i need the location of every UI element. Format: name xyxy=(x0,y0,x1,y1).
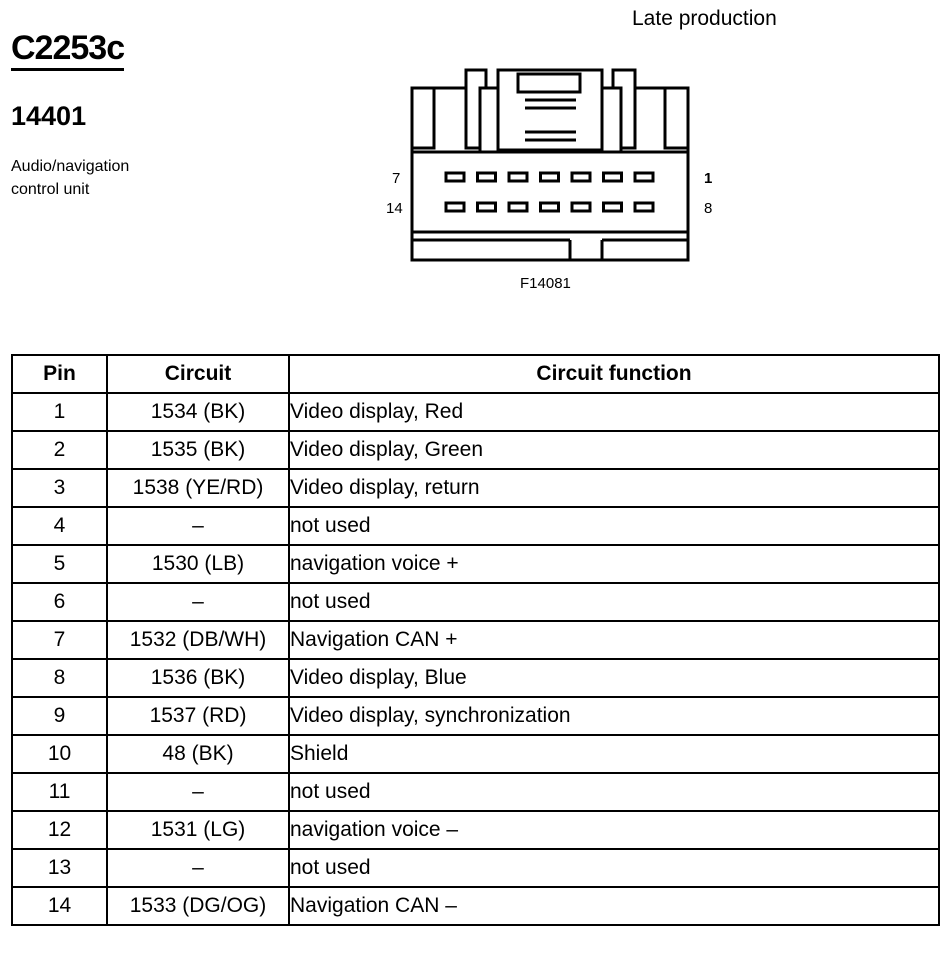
function-cell: Video display, return xyxy=(288,468,940,508)
header-circuit: Circuit xyxy=(106,354,290,394)
table-row: 11–not used xyxy=(11,772,940,812)
table-row: 13–not used xyxy=(11,848,940,888)
pin-cavity xyxy=(570,171,592,183)
circuit-cell: 1534 (BK) xyxy=(106,392,290,432)
pin-cavity xyxy=(476,201,497,213)
component-name-line1: Audio/navigation xyxy=(11,158,130,175)
pin-cavity xyxy=(507,171,529,183)
function-cell: not used xyxy=(288,848,940,888)
pin-cavity xyxy=(633,171,655,183)
function-cell: not used xyxy=(288,772,940,812)
pin-cavity xyxy=(444,171,466,183)
circuit-cell: 1531 (LG) xyxy=(106,810,290,850)
figure-id: F14081 xyxy=(520,275,571,292)
table-row: 4–not used xyxy=(11,506,940,546)
circuit-cell: – xyxy=(106,582,290,622)
function-cell: not used xyxy=(288,506,940,546)
part-number: 14401 xyxy=(11,101,87,131)
function-cell: navigation voice + xyxy=(288,544,940,584)
circuit-cell: 1538 (YE/RD) xyxy=(106,468,290,508)
function-cell: Video display, Red xyxy=(288,392,940,432)
pin-cell: 10 xyxy=(11,734,108,774)
circuit-cell: 1535 (BK) xyxy=(106,430,290,470)
function-cell: navigation voice – xyxy=(288,810,940,850)
pin-cavity xyxy=(476,171,497,183)
circuit-cell: 48 (BK) xyxy=(106,734,290,774)
pin-cavity xyxy=(602,201,623,213)
function-cell: Video display, synchronization xyxy=(288,696,940,736)
pin-cavity xyxy=(444,201,466,213)
circuit-cell: – xyxy=(106,506,290,546)
pin-label-7: 7 xyxy=(392,170,401,187)
circuit-cell: 1532 (DB/WH) xyxy=(106,620,290,660)
circuit-cell: 1530 (LB) xyxy=(106,544,290,584)
header-circuit-function: Circuit function xyxy=(288,354,940,394)
function-cell: Navigation CAN + xyxy=(288,620,940,660)
circuit-cell: 1533 (DG/OG) xyxy=(106,886,290,926)
circuit-cell: 1537 (RD) xyxy=(106,696,290,736)
circuit-cell: – xyxy=(106,848,290,888)
connector-face-drawing xyxy=(410,68,690,262)
component-name: Audio/navigation control unit xyxy=(11,155,181,201)
pin-cell: 1 xyxy=(11,392,108,432)
pin-label-8: 8 xyxy=(704,200,713,217)
header-pin: Pin xyxy=(11,354,108,394)
circuit-cell: – xyxy=(106,772,290,812)
pin-cell: 8 xyxy=(11,658,108,698)
pin-label-14: 14 xyxy=(386,200,403,217)
table-row: 6–not used xyxy=(11,582,940,622)
pin-cavity xyxy=(507,201,529,213)
pin-cavity xyxy=(633,201,655,213)
function-cell: not used xyxy=(288,582,940,622)
pin-cell: 12 xyxy=(11,810,108,850)
pin-cell: 7 xyxy=(11,620,108,660)
pin-label-1: 1 xyxy=(704,170,713,187)
pin-cell: 11 xyxy=(11,772,108,812)
pin-cell: 9 xyxy=(11,696,108,736)
function-cell: Video display, Green xyxy=(288,430,940,470)
pin-cavity xyxy=(539,201,560,213)
pin-cavity xyxy=(602,171,623,183)
pin-cell: 13 xyxy=(11,848,108,888)
production-note: Late production xyxy=(632,7,777,30)
pin-cavity xyxy=(570,201,592,213)
function-cell: Navigation CAN – xyxy=(288,886,940,926)
connector-id: C2253c xyxy=(11,30,125,71)
function-cell: Shield xyxy=(288,734,940,774)
pin-cell: 4 xyxy=(11,506,108,546)
pin-cavity xyxy=(539,171,560,183)
pin-cell: 6 xyxy=(11,582,108,622)
pin-cell: 2 xyxy=(11,430,108,470)
component-name-line2: control unit xyxy=(11,181,90,198)
pin-cell: 3 xyxy=(11,468,108,508)
pin-cell: 14 xyxy=(11,886,108,926)
locking-tab xyxy=(496,68,604,152)
pin-cell: 5 xyxy=(11,544,108,584)
table-header-row: Pin Circuit Circuit function xyxy=(11,354,940,394)
function-cell: Video display, Blue xyxy=(288,658,940,698)
circuit-cell: 1536 (BK) xyxy=(106,658,290,698)
